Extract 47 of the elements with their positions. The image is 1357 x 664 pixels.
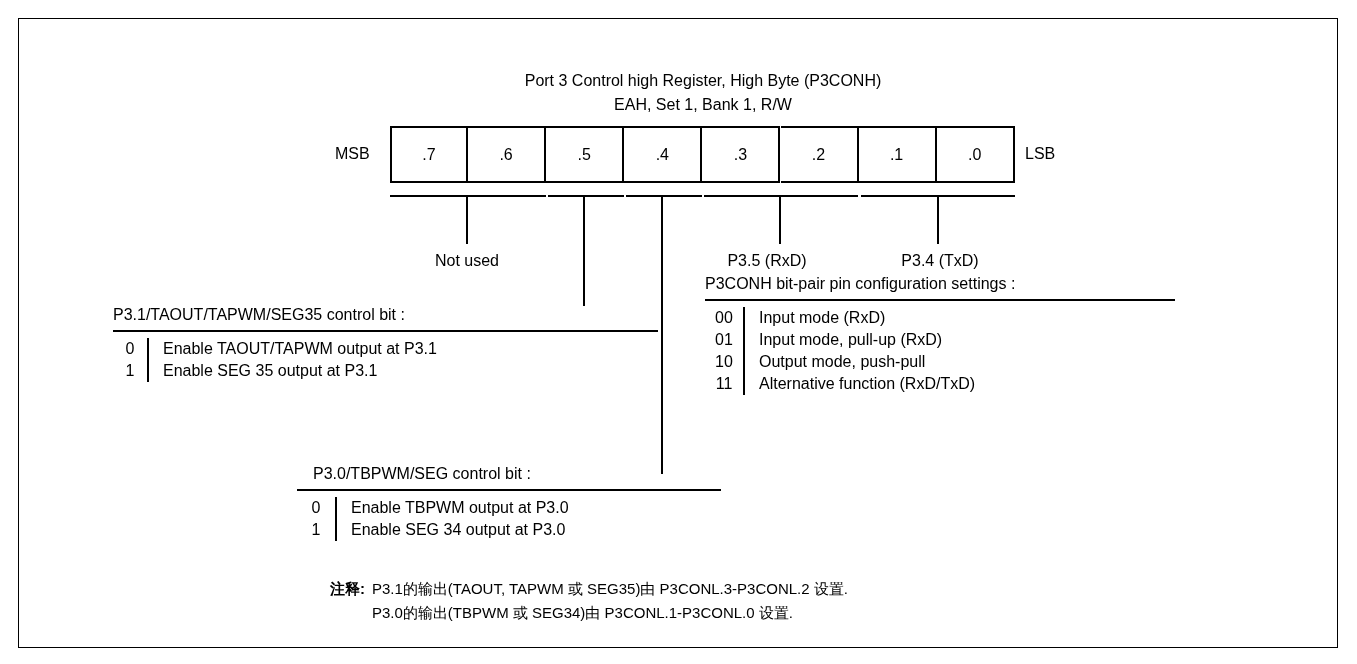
note-text: P3.1的输出(TAOUT, TAPWM 或 SEG35)由 P3CONL.3-P3CONL.2 设置. — [372, 580, 848, 599]
register-address: EAH, Set 1, Bank 1, R/W — [613, 96, 793, 114]
bit-cell: .2 — [780, 126, 859, 183]
bracket-line — [861, 195, 1015, 197]
note-text: P3.0的输出(TBPWM 或 SEG34)由 P3CONL.1-P3CONL.0 设置. — [372, 604, 793, 623]
setting-description: Enable SEG 34 output at P3.0 — [351, 521, 566, 538]
setting-description: Alternative function (RxD/TxD) — [759, 375, 976, 392]
bracket-line — [548, 195, 624, 197]
bracket-line — [390, 195, 546, 197]
leader-line — [937, 196, 939, 245]
pin-label: Not used — [435, 252, 499, 270]
setting-description: Enable TBPWM output at P3.0 — [351, 499, 569, 516]
bit-cell: .6 — [468, 126, 547, 183]
bit-value: 1 — [125, 362, 135, 379]
bit-cell: .4 — [624, 126, 703, 183]
bit-cell: .7 — [390, 126, 468, 183]
bit-cell: .3 — [702, 126, 781, 183]
pin-label: P3.4 (TxD) — [901, 252, 979, 270]
setting-description: Output mode, push-pull — [759, 353, 926, 370]
bracket-line — [704, 195, 858, 197]
bit-value: 00 — [715, 309, 733, 326]
setting-heading: P3.0/TBPWM/SEG control bit : — [313, 465, 531, 482]
bit-value: 10 — [715, 353, 733, 370]
bit-cell: .0 — [936, 126, 1015, 183]
note-label: 注释: — [330, 580, 365, 599]
setting-heading: P3CONH bit-pair pin configuration settings : — [705, 275, 1016, 292]
setting-heading: P3.1/TAOUT/TAPWM/SEG35 control bit : — [113, 306, 405, 323]
leader-line — [466, 196, 468, 245]
register-title: Port 3 Control high Register, High Byte (P3CONH) — [523, 72, 883, 90]
leader-line — [583, 196, 585, 307]
bit-cell: .5 — [546, 126, 625, 183]
bit-value: 0 — [125, 340, 135, 357]
bit-value: 01 — [715, 331, 733, 348]
leader-line — [661, 196, 663, 475]
pin-label: P3.5 (RxD) — [727, 252, 807, 270]
setting-description: Input mode (RxD) — [759, 309, 886, 326]
setting-description: Input mode, pull-up (RxD) — [759, 331, 943, 348]
bit-cell: .1 — [858, 126, 937, 183]
bit-value: 0 — [311, 499, 321, 516]
setting-description: Enable TAOUT/TAPWM output at P3.1 — [163, 340, 437, 357]
msb-label: MSB — [335, 145, 370, 163]
leader-line — [779, 196, 781, 245]
setting-description: Enable SEG 35 output at P3.1 — [163, 362, 378, 379]
bracket-line — [626, 195, 702, 197]
bit-value: 11 — [715, 375, 733, 392]
lsb-label: LSB — [1025, 145, 1056, 163]
bit-value: 1 — [311, 521, 321, 538]
